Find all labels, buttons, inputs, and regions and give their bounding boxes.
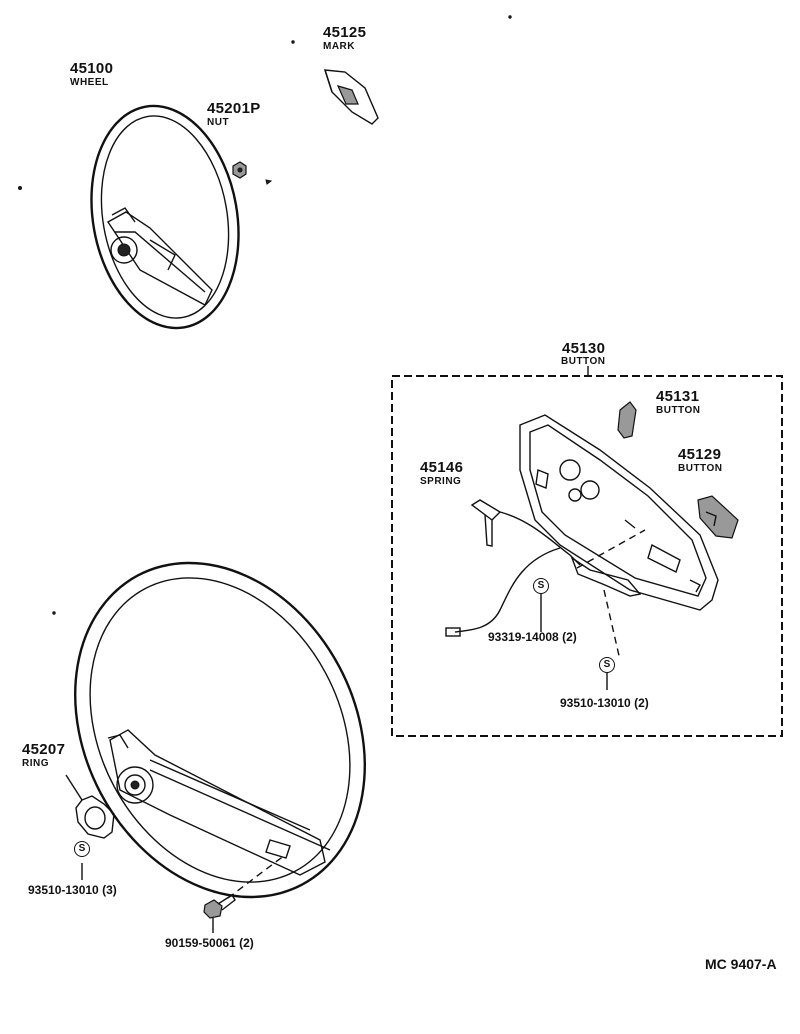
bolt-number: 90159-50061 (2) [165,936,254,950]
s-badge-93510-box: S [599,657,615,673]
button-45131-name: BUTTON [656,405,701,416]
bolt-alignment-line [227,854,286,899]
stray-dot [18,186,22,190]
mark-name: MARK [323,41,355,52]
alignment-line-1 [576,529,646,569]
screw-93319-number: 93319-14008 (2) [488,630,577,644]
screw-93510-box-number: 93510-13010 (2) [560,696,649,710]
button-45131-drawing [617,401,637,439]
nut-number: 45201P [207,100,261,117]
wheel-top-number: 45100 [70,60,114,77]
stray-dot [508,15,512,19]
alignment-line-2 [603,589,621,661]
button-assembly-name: BUTTON [561,356,606,367]
stray-dot [291,40,295,44]
spring-drawing [445,499,642,637]
button-assembly-number: 45130 [562,340,606,357]
spring-name: SPRING [420,476,462,487]
button-pad-drawing [519,414,719,611]
steering-wheel-bottom-drawing [74,561,366,899]
mark-number: 45125 [323,24,367,41]
button-assembly-box [391,375,783,737]
steering-wheel-top-drawing [90,104,240,330]
nut-name: NUT [207,117,230,128]
button-45129-number: 45129 [678,446,722,463]
ring-leader [65,774,83,801]
button-45129-drawing [697,495,739,539]
mark-drawing [324,69,379,125]
nut-drawing [232,161,247,179]
ring-name: RING [22,758,49,769]
button-45129-name: BUTTON [678,463,723,474]
ring-number: 45207 [22,741,66,758]
bolt-drawing [203,894,236,919]
button-45131-number: 45131 [656,388,700,405]
diagram-code: MC 9407-A [705,956,777,972]
s-badge-93510-ring: S [74,841,90,857]
wheel-top-name: WHEEL [70,77,109,88]
spring-number: 45146 [420,459,464,476]
ring-drawing [75,795,115,839]
screw-93510-ring-number: 93510-13010 (3) [28,883,117,897]
s-badge-93319: S [533,578,549,594]
small-mark [265,179,273,185]
stray-dot [52,611,56,615]
